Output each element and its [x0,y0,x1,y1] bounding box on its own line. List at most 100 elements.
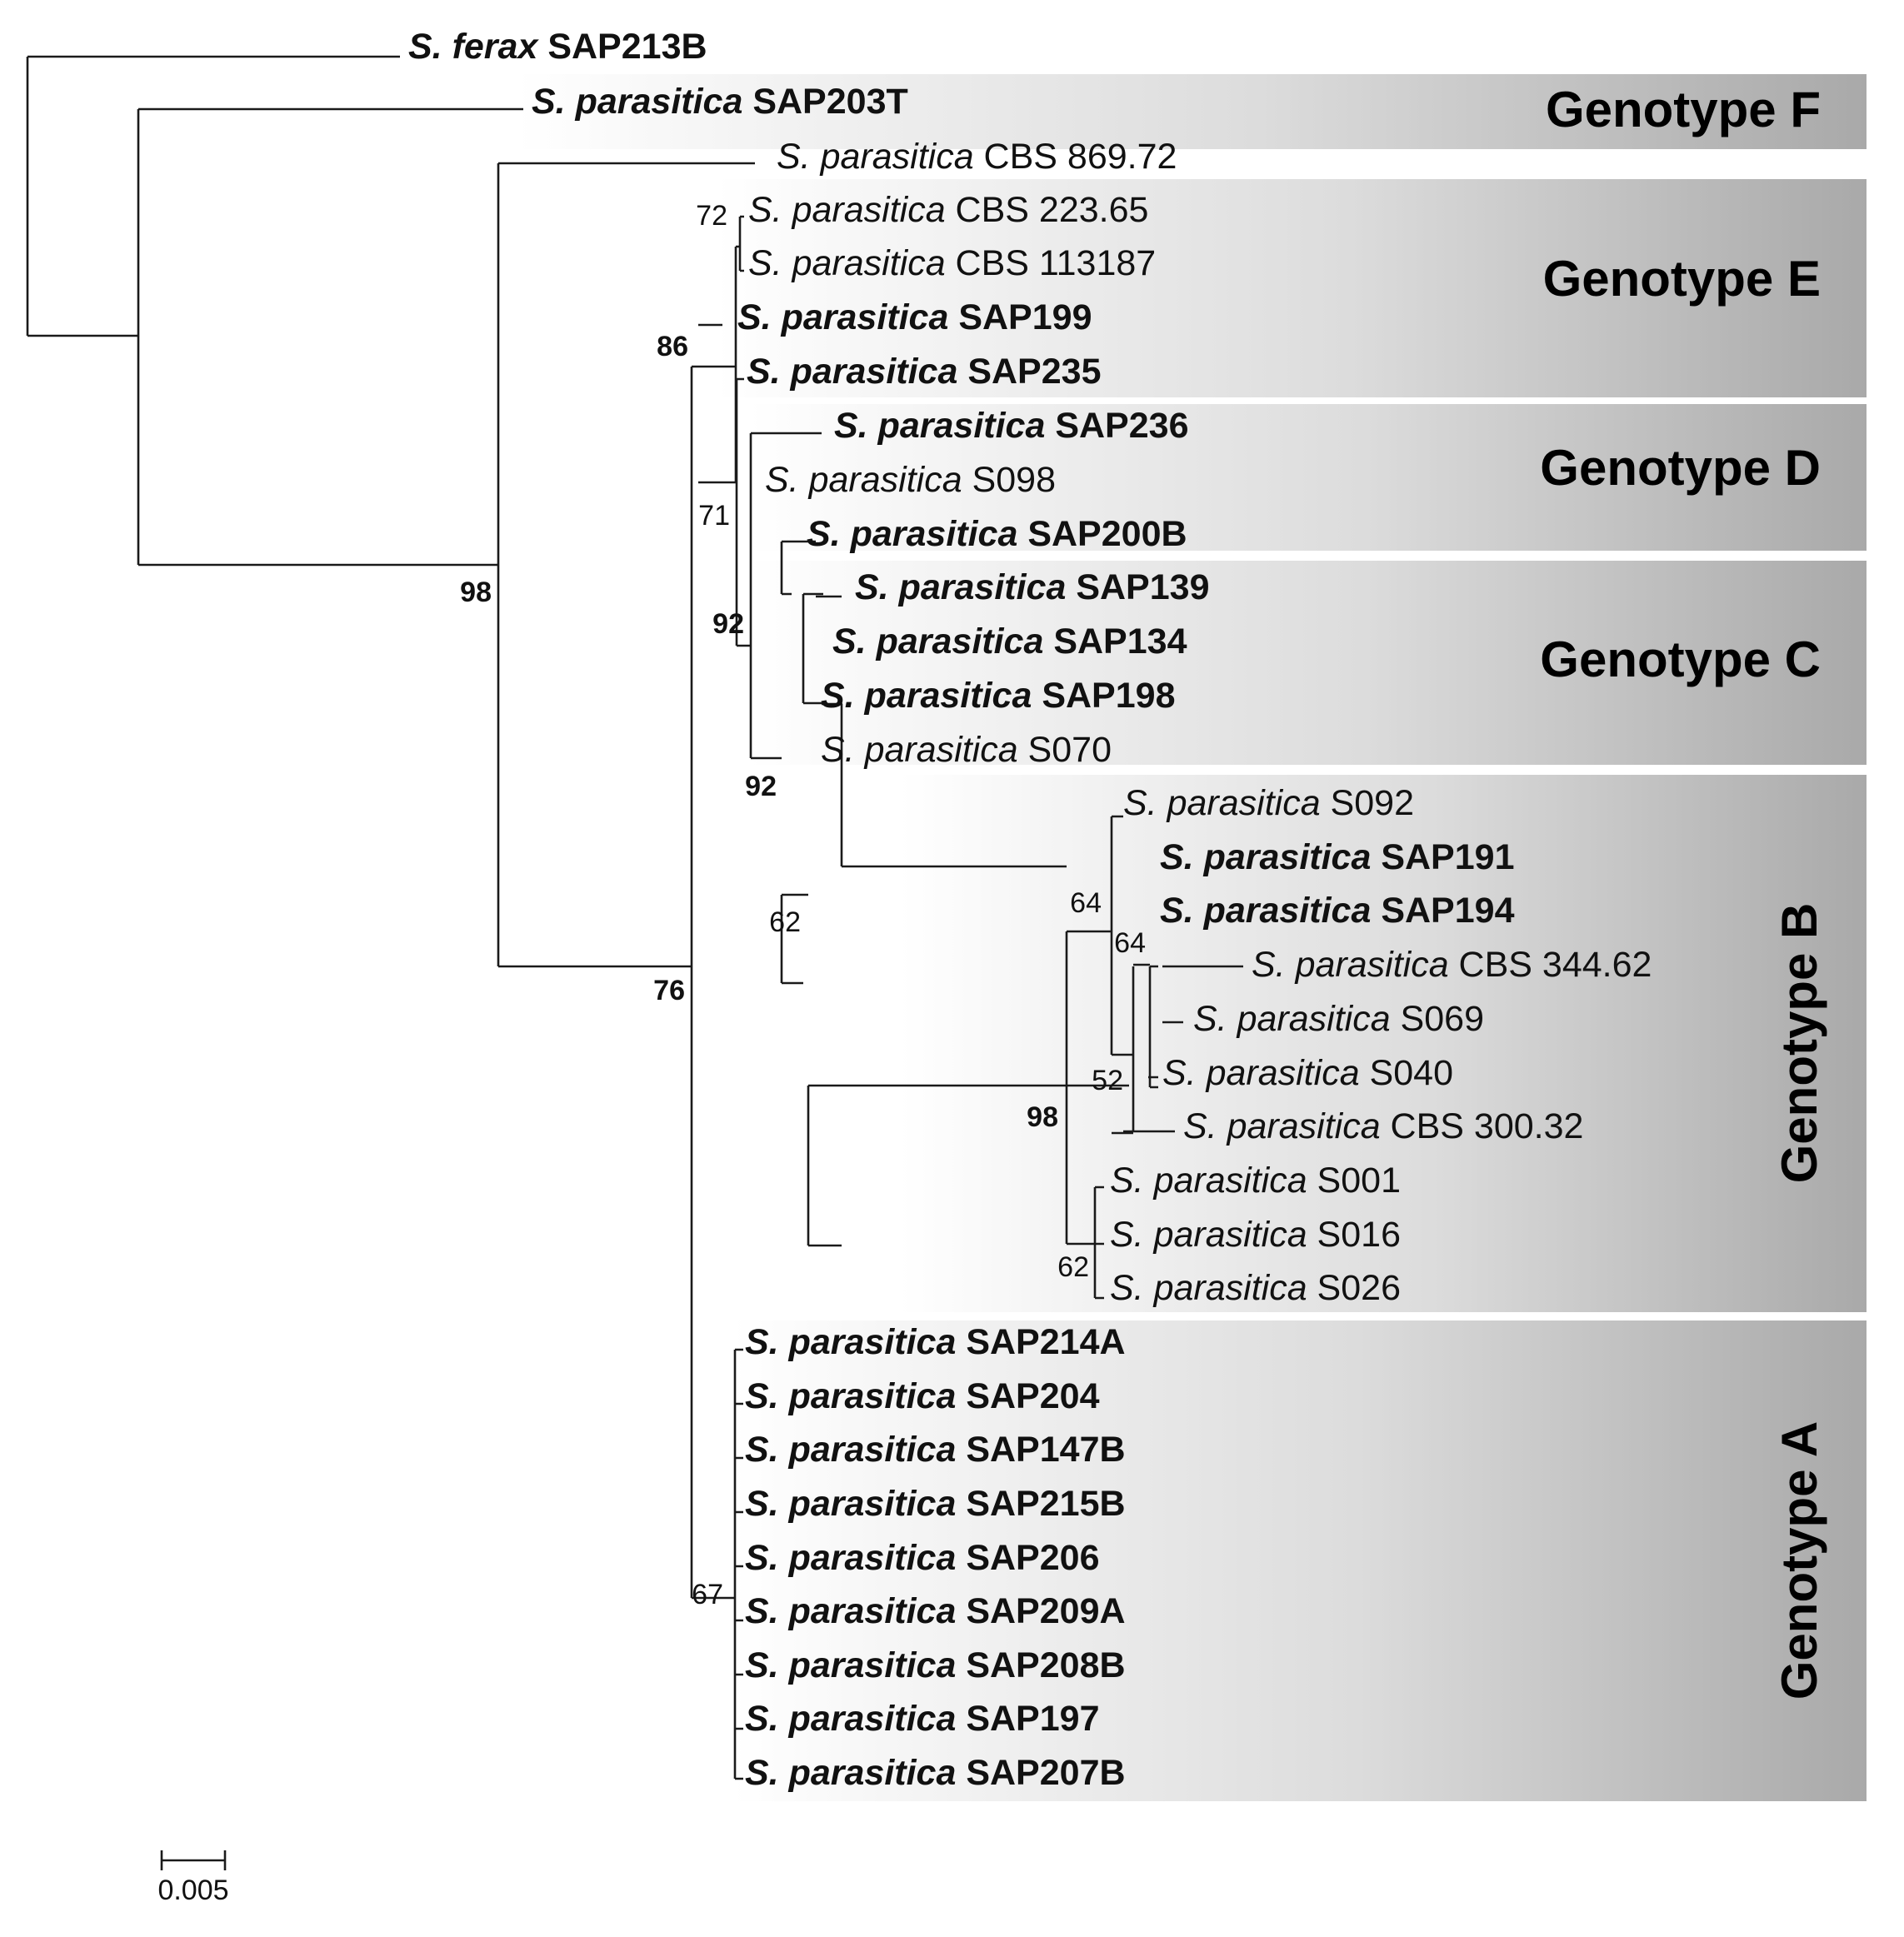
taxon-strain: SAP199 [948,297,1092,337]
scale-bar-line [160,1850,227,1870]
taxon-species: S. parasitica [745,1645,956,1685]
taxon-species: S. parasitica [745,1376,956,1416]
genotype-a-band [733,1320,1867,1801]
taxon-strain: SAP194 [1371,891,1514,931]
taxon-species: S. parasitica [807,514,1017,554]
taxon-strain: SAP208B [956,1645,1125,1685]
taxon-label: S. parasitica SAP194 [1160,891,1515,931]
taxon-species: S. parasitica [821,730,1018,770]
taxon-species: S. parasitica [1193,999,1391,1039]
taxon-species: S. parasitica [748,243,946,283]
taxon-strain: SAP147B [956,1430,1125,1470]
genotype-d-band [750,404,1867,551]
bootstrap-node-64b: 64 [1114,927,1146,959]
taxon-label: S. parasitica SAP139 [855,567,1209,607]
taxon-label: S. parasitica S016 [1110,1215,1401,1255]
bootstrap-node-92b: 92 [745,771,777,802]
taxon-strain: CBS 344.62 [1449,945,1652,985]
taxon-strain: SAP203T [742,82,907,122]
taxon-strain: CBS 300.32 [1381,1106,1584,1146]
scale-bar-label: 0.005 [157,1875,228,1906]
genotype-d-label: Genotype D [1540,440,1821,496]
taxon-species: S. parasitica [1183,1106,1381,1146]
taxon-species: S. parasitica [745,1430,956,1470]
genotype-f-label: Genotype F [1546,82,1821,137]
taxon-strain: SAP198 [1032,676,1175,716]
bootstrap-node-76: 76 [653,975,685,1006]
taxon-label: S. parasitica SAP209A [745,1591,1126,1631]
taxon-label: S. parasitica SAP134 [832,622,1187,661]
taxon-strain: SAP206 [956,1538,1099,1578]
taxon-species: S. parasitica [832,622,1043,661]
taxon-label: S. parasitica S040 [1162,1053,1453,1093]
bootstrap-values: 98 72 86 76 71 92 92 62 98 64 64 52 62 6… [460,200,1146,1610]
taxon-label: S. parasitica SAP214A [745,1322,1126,1362]
taxon-strain: S069 [1391,999,1484,1039]
taxon-species: S. parasitica [1110,1215,1307,1255]
genotype-labels: Genotype F Genotype E Genotype D Genotyp… [1540,82,1827,1700]
taxon-species: S. parasitica [1162,1053,1360,1093]
taxon-species: S. parasitica [737,297,948,337]
genotype-b-label: Genotype B [1772,903,1827,1184]
taxon-label: S. parasitica SAP197 [745,1699,1099,1739]
taxon-species: S. parasitica [532,82,742,122]
taxon-strain: S001 [1307,1161,1401,1201]
taxon-label: S. parasitica S092 [1123,783,1414,823]
taxon-strain: CBS 223.65 [946,190,1149,230]
taxon-label: S. parasitica CBS 113187 [748,243,1156,283]
taxon-strain: SAP209A [956,1591,1125,1631]
genotype-f-band [517,74,1867,149]
bootstrap-node-98-b: 98 [1027,1101,1058,1133]
taxon-strain: S026 [1307,1268,1401,1308]
taxon-species: S. parasitica [748,190,946,230]
genotype-a-label: Genotype A [1772,1421,1827,1700]
taxon-label: S. parasitica S098 [765,460,1056,500]
taxon-species: S. parasitica [1160,891,1371,931]
taxon-strain: SAP204 [956,1376,1099,1416]
taxon-species: S. parasitica [855,567,1066,607]
taxon-label: S. parasitica SAP191 [1160,837,1514,877]
taxon-label: S. parasitica SAP215B [745,1484,1126,1524]
taxon-strain: SAP139 [1066,567,1209,607]
taxon-strain: SAP134 [1043,622,1187,661]
taxon-species: S. parasitica [745,1753,956,1793]
bootstrap-node-52: 52 [1092,1065,1123,1096]
taxon-label: S. ferax SAP213B [408,27,707,67]
taxon-species: S. parasitica [1252,945,1449,985]
taxon-species: S. ferax [408,27,539,67]
taxon-label: S. parasitica SAP235 [747,352,1101,392]
tree-branches [26,55,1243,1870]
genotype-c-label: Genotype C [1540,632,1821,687]
taxon-strain: SAP235 [957,352,1101,392]
taxon-strain: CBS 113187 [946,243,1157,283]
genotype-e-band [717,179,1867,397]
taxon-species: S. parasitica [745,1591,956,1631]
genotype-e-label: Genotype E [1543,251,1821,307]
taxon-label: S. parasitica SAP147B [745,1430,1126,1470]
taxon-label: S. parasitica SAP199 [737,297,1092,337]
taxon-strain: S092 [1321,783,1414,823]
taxon-label: S. parasitica SAP204 [745,1376,1100,1416]
taxon-species: S. parasitica [1110,1161,1307,1201]
taxon-strain: SAP207B [956,1753,1125,1793]
taxon-strain: SAP213B [537,27,707,67]
taxon-label: S. parasitica CBS 300.32 [1183,1106,1583,1146]
taxon-label: S. parasitica CBS 344.62 [1252,945,1652,985]
taxon-strain: SAP197 [956,1699,1099,1739]
taxon-label: S. parasitica SAP198 [821,676,1175,716]
taxon-label: S. parasitica S001 [1110,1161,1401,1201]
taxon-label: S. parasitica SAP208B [745,1645,1126,1685]
bootstrap-node-86: 86 [657,331,688,362]
genotype-c-band [750,561,1867,765]
taxon-species: S. parasitica [1160,837,1371,877]
bootstrap-node-64a: 64 [1070,887,1102,919]
taxon-strain: CBS 869.72 [974,137,1177,177]
taxon-label: S. parasitica SAP207B [745,1753,1126,1793]
taxon-species: S. parasitica [745,1538,956,1578]
taxon-species: S. parasitica [747,352,957,392]
taxon-species: S. parasitica [745,1699,956,1739]
taxon-strain: S040 [1360,1053,1453,1093]
taxon-label: S. parasitica CBS 223.65 [748,190,1148,230]
